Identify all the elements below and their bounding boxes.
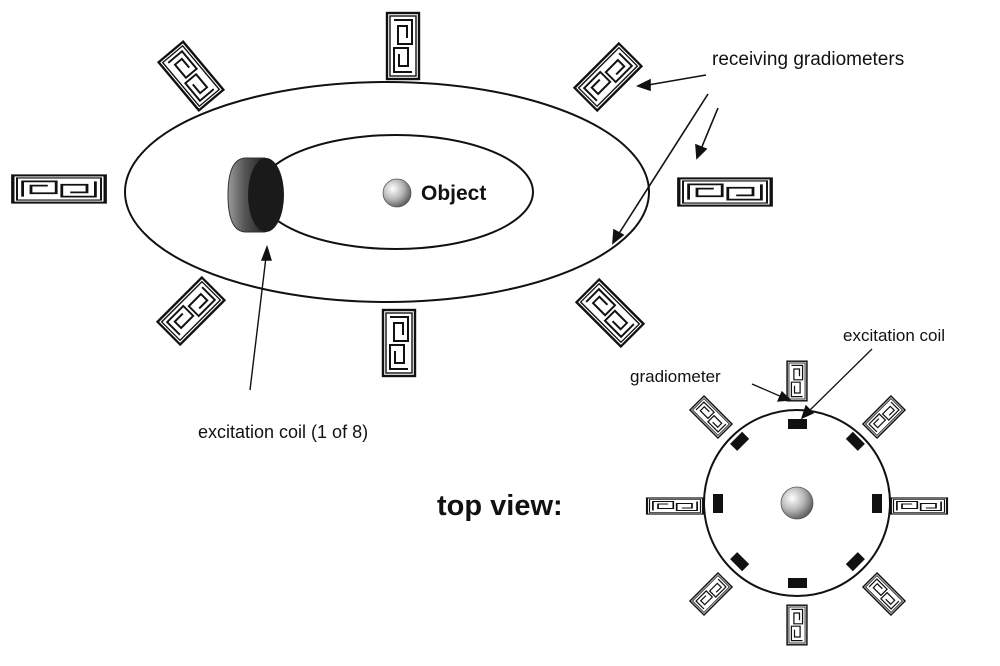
gradiometer-left — [11, 173, 107, 205]
excitation-coil-main — [227, 157, 284, 233]
top-view-excitation-coils — [713, 419, 882, 588]
gradiometer-bottom-left — [156, 276, 226, 346]
top-gradiometer-n — [786, 360, 808, 402]
top-gradiometer-sw — [689, 572, 733, 616]
gradiometer-label: gradiometer — [630, 367, 721, 386]
excitation-coil-small-label: excitation coil — [843, 326, 945, 345]
top-gradiometer-w — [645, 496, 705, 516]
receiving-arrows — [612, 74, 719, 245]
top-gradiometer-se — [862, 572, 906, 616]
top-view: top view: gradiometer excitation — [437, 326, 949, 646]
gradiometer-top-left — [157, 40, 225, 112]
outer-ring — [124, 81, 650, 303]
gradiometer-top — [385, 11, 421, 81]
top-view-label: top view: — [437, 490, 563, 522]
excitation-small-arrow — [800, 348, 873, 420]
top-gradiometer-e — [889, 496, 949, 516]
gradiometer-arrow — [751, 383, 792, 402]
receiving-gradiometers-label: receiving gradiometers — [712, 49, 904, 70]
excitation-arrow — [249, 244, 272, 391]
gradiometer-top-right — [573, 42, 643, 112]
top-gradiometer-nw — [689, 395, 733, 439]
gradiometer-right — [677, 176, 773, 208]
top-gradiometer-s — [786, 604, 808, 646]
gradiometer-bottom — [381, 308, 417, 378]
object-sphere — [382, 178, 412, 208]
perspective-view: Object receiving gradiometers excitation… — [11, 11, 904, 442]
excitation-coil-label: excitation coil (1 of 8) — [198, 422, 368, 442]
object-label: Object — [421, 182, 486, 205]
top-gradiometer-ne — [862, 395, 906, 439]
gradiometer-bottom-right — [575, 278, 645, 348]
top-view-object — [780, 486, 814, 520]
